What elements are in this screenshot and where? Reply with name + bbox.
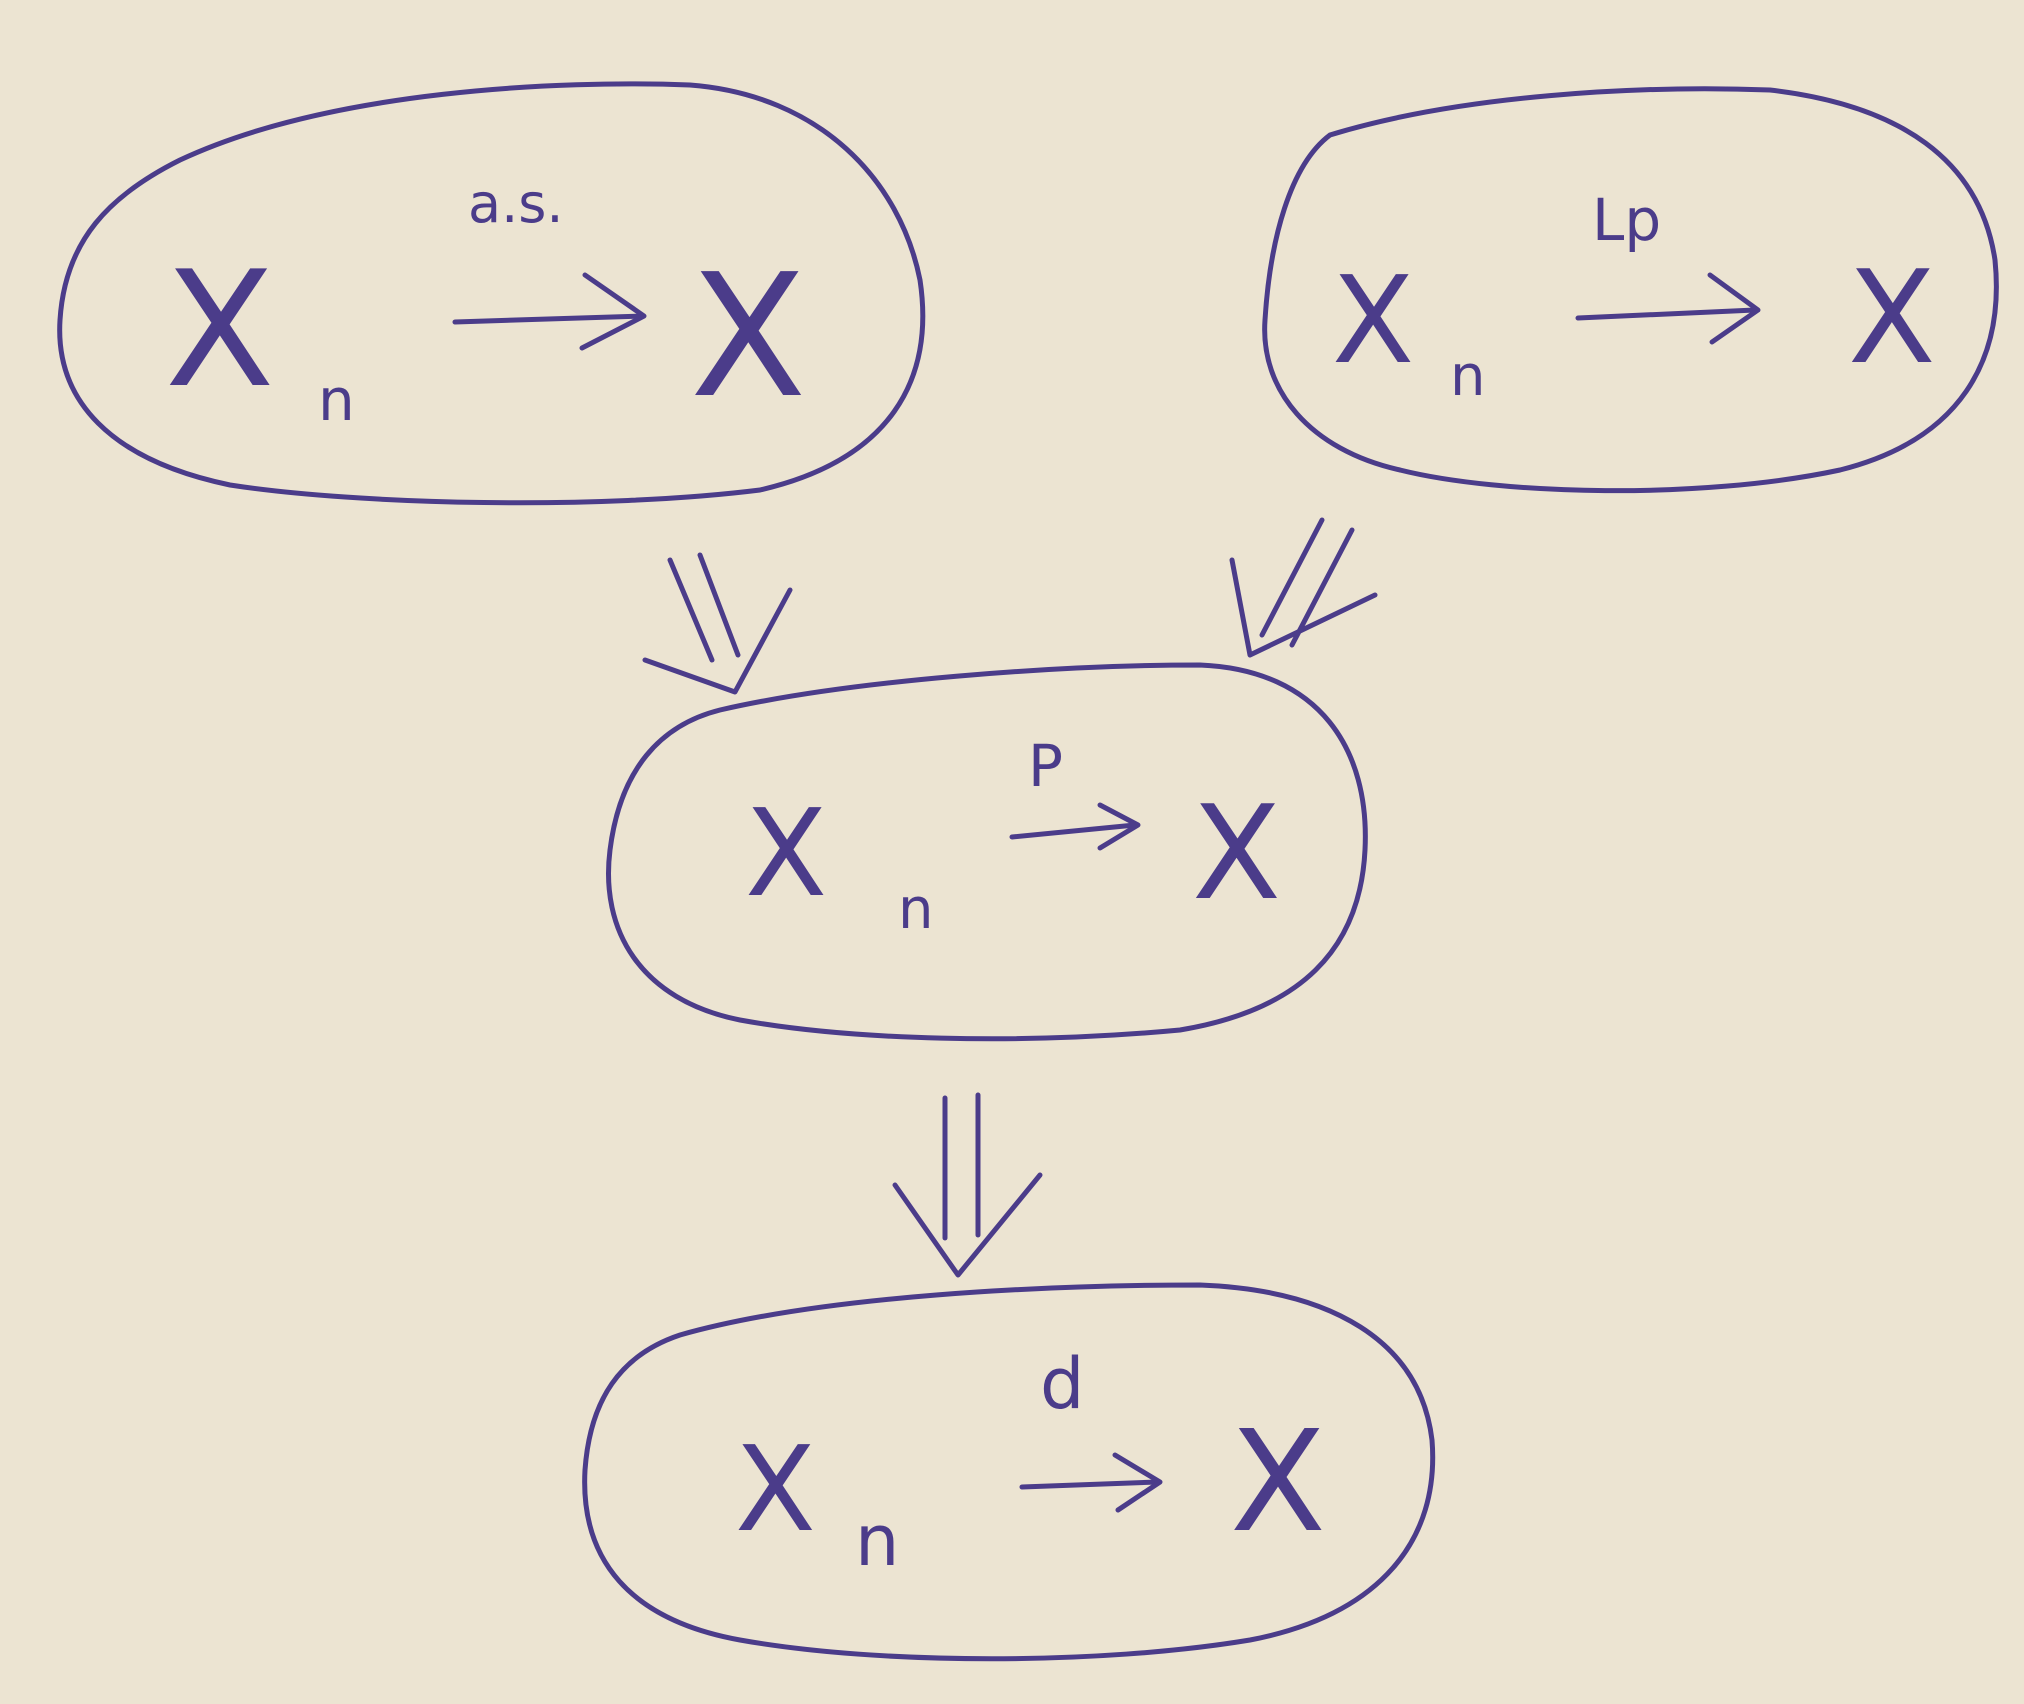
node-as-arrow [452,272,647,351]
node-d-mode-label: d [1040,1343,1084,1425]
node-as-outline [57,81,926,506]
implication-p-to-d [892,1092,1043,1278]
node-lp-outline [1262,86,1999,494]
node-as-subscript: n [318,366,355,434]
node-lp-left-var: X [1332,252,1414,391]
node-p-left-var: X [745,785,827,924]
node-p-right-var: X [1192,777,1281,929]
node-p-arrow [1009,802,1141,851]
node-d-arrow [1019,1452,1163,1513]
node-p-subscript: n [898,877,934,942]
node-distribution: X n d X [582,1282,1436,1662]
node-as-mode-label: a.s. [468,172,564,235]
node-probability: X n P X [606,662,1368,1042]
node-almost-sure: X n a.s. X [57,81,926,506]
node-lp-mode-label: Lp [1592,186,1661,254]
node-d-left-var: X [735,1420,816,1558]
node-lp-right-var: X [1848,244,1936,393]
node-d-right-var: X [1230,1401,1326,1564]
node-lp-arrow [1575,272,1761,345]
implication-lp-to-p [1229,517,1378,658]
node-lp-subscript: n [1450,344,1486,409]
node-p-mode-label: P [1028,732,1063,800]
node-p-outline [606,662,1368,1042]
node-as-right-var: X [690,238,806,436]
implication-as-to-p [642,552,793,695]
node-as-left-var: X [165,236,275,423]
node-d-outline [582,1282,1436,1662]
node-d-subscript: n [855,1500,899,1582]
node-lp: X n Lp X [1262,86,1999,494]
